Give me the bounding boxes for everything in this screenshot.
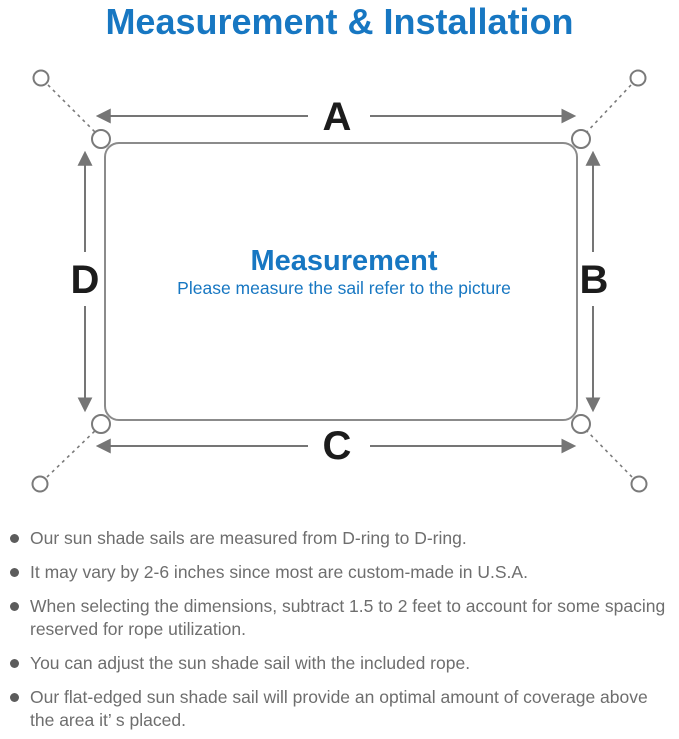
dimension-label-b: B	[580, 258, 609, 302]
installation-notes-list: Our sun shade sails are measured from D-…	[10, 527, 670, 739]
note-text: Our flat-edged sun shade sail will provi…	[30, 687, 648, 730]
note-item: Our flat-edged sun shade sail will provi…	[10, 686, 670, 732]
bullet-dot-icon	[10, 534, 19, 543]
dimension-label-c: C	[323, 424, 352, 468]
bullet-dot-icon	[10, 693, 19, 702]
anchor-ring-bottom-left	[31, 475, 49, 493]
note-text: You can adjust the sun shade sail with t…	[30, 653, 471, 673]
d-ring-top-right	[571, 129, 591, 149]
bullet-dot-icon	[10, 602, 19, 611]
d-ring-bottom-left	[91, 414, 111, 434]
page-title: Measurement & Installation	[105, 1, 574, 42]
note-text: When selecting the dimensions, subtract …	[30, 596, 666, 639]
measurement-subheading: Please measure the sail refer to the pic…	[177, 278, 511, 298]
bullet-dot-icon	[10, 659, 19, 668]
anchor-ring-bottom-right	[630, 475, 648, 493]
note-item: When selecting the dimensions, subtract …	[10, 595, 670, 641]
anchor-ring-top-right	[629, 69, 647, 87]
note-item: Our sun shade sails are measured from D-…	[10, 527, 670, 550]
sail-measurement-diagram: A B C D Measurement Please measure the s…	[31, 69, 648, 493]
rope-line-top-left	[47, 84, 100, 137]
dimension-label-a: A	[323, 95, 352, 139]
rope-line-bottom-right	[582, 426, 633, 478]
dimension-label-d: D	[71, 258, 100, 302]
d-ring-bottom-right	[571, 414, 591, 434]
note-item: It may vary by 2-6 inches since most are…	[10, 561, 670, 584]
anchor-ring-top-left	[32, 69, 50, 87]
d-ring-top-left	[91, 129, 111, 149]
note-text: It may vary by 2-6 inches since most are…	[30, 562, 528, 582]
note-item: You can adjust the sun shade sail with t…	[10, 652, 670, 675]
sail-outline	[104, 142, 578, 421]
bullet-dot-icon	[10, 568, 19, 577]
note-text: Our sun shade sails are measured from D-…	[30, 528, 467, 548]
measurement-heading: Measurement	[251, 245, 438, 277]
rope-line-top-right	[582, 84, 632, 137]
rope-line-bottom-left	[46, 426, 100, 478]
